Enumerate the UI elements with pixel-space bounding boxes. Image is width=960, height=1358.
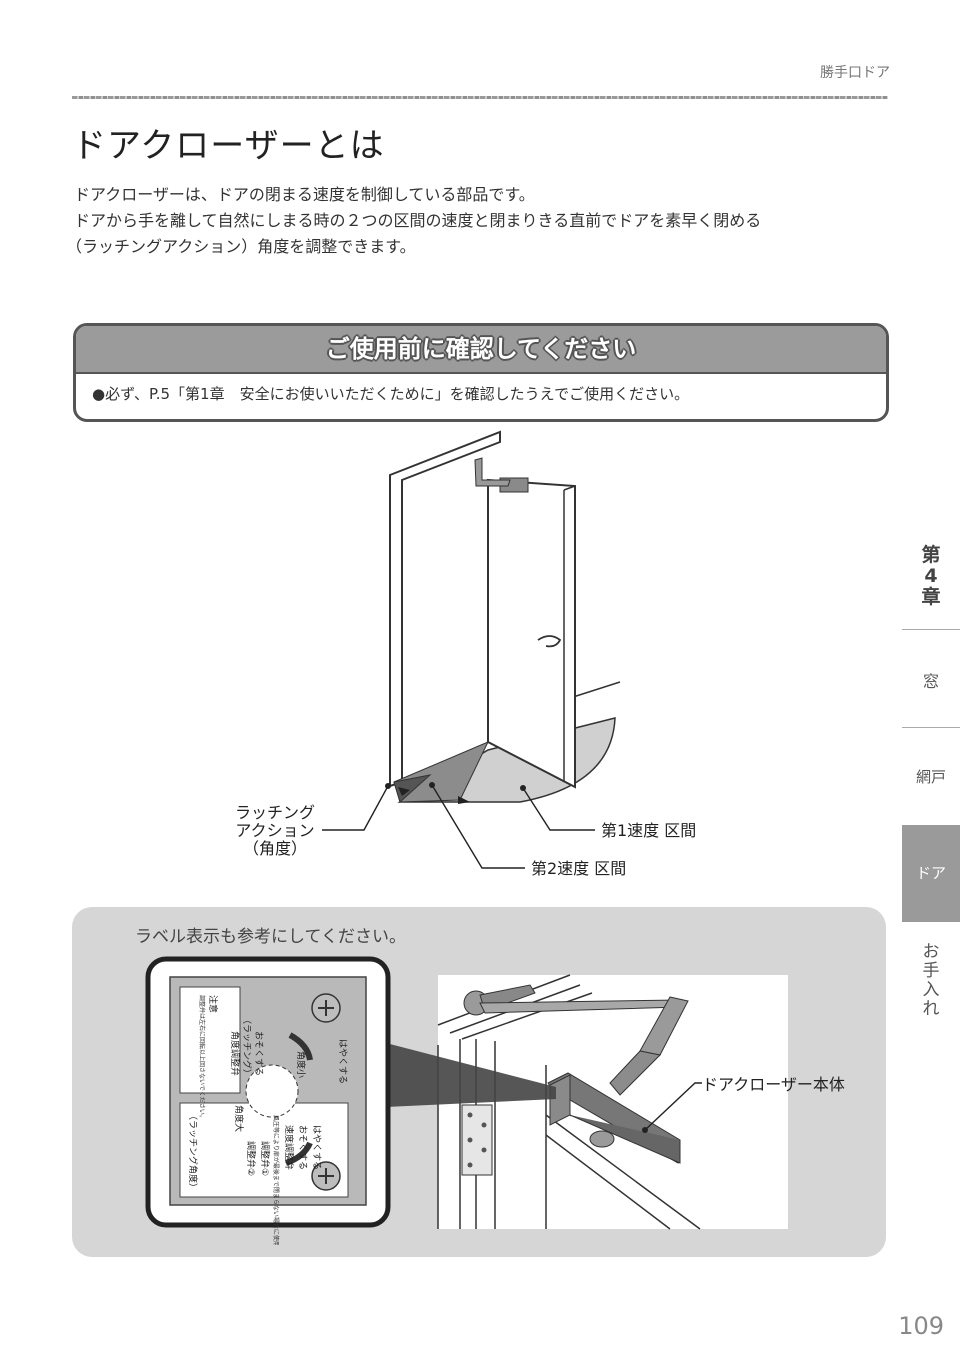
sticker-latching-angle: （ラッチング角度） [187, 1111, 199, 1192]
notice-heading: ご使用前に確認してください [76, 326, 886, 374]
tab-chapter-char: 章 [921, 586, 941, 608]
adjust-knob [589, 1130, 615, 1148]
first-speed-label: 第1速度 区間 [601, 821, 696, 840]
label-caption: ラベル表示も参考にしてください。 [135, 927, 406, 947]
safety-notice-box: ご使用前に確認してください ●必ず、P.5「第1章 安全にお使いいただくために」… [73, 323, 889, 422]
intro-line-3: （ラッチングアクション）角度を調整できます。 [66, 237, 416, 256]
tab-window[interactable]: 窓 [922, 672, 939, 691]
intro-line-1: ドアクローザーは、ドアの閉まる速度を制御している部品です。 [74, 185, 535, 204]
tab-maint-char: 手 [922, 961, 940, 981]
sticker-wind-text: 風圧等により扉が最後まで閉まらない場合に使用します。 [272, 1115, 280, 1245]
tab-divider [902, 629, 960, 630]
rotate-arrow-icon [288, 1032, 313, 1061]
tab-screen[interactable]: 網戸 [915, 768, 946, 786]
tab-chapter-char: 第 [921, 544, 941, 566]
sticker-angle-valve: 角度調整弁 [229, 1031, 241, 1076]
hinge [461, 1104, 493, 1176]
sticker-angle-large: 角度大 [233, 1105, 245, 1132]
sticker-slow-2: おそくする [297, 1125, 308, 1170]
tab-maintenance[interactable]: お 手 入 れ [902, 943, 960, 1019]
sticker-valve2: 調整弁② [245, 1141, 257, 1176]
door-closer-diagram: ラッチング アクション （角度） 第1速度 区間 第2速度 区間 [235, 430, 696, 878]
tab-divider [902, 727, 960, 728]
latching-label-2: アクション [235, 821, 314, 840]
closer-body-label: ドアクローザー本体 [702, 1075, 845, 1094]
sticker-fast-slow: はやくする [337, 1039, 348, 1084]
tab-chapter-num: 4 [924, 565, 938, 587]
sticker-speed-valve: 速度調整弁 [283, 1125, 295, 1170]
second-speed-label: 第2速度 区間 [531, 859, 626, 878]
door-handle [537, 635, 562, 648]
page-title: ドアクローザーとは [72, 126, 385, 166]
closer-label-illustration: ドアクローザー本体 おそくする （ラッチング） 角度調整弁 角度小 角度大 はや… [145, 956, 845, 1245]
header-rule [72, 96, 888, 99]
tab-maint-char: れ [922, 999, 940, 1019]
intro-line-2: ドアから手を離して自然にしまる時の２つの区間の速度と閉まりきる直前でドアを素早く… [74, 211, 762, 230]
tab-maint-char: お [922, 942, 940, 962]
latching-label-1: ラッチング [235, 803, 315, 822]
sticker-caution: 注意 [207, 995, 219, 1013]
sticker-latching: （ラッチング） [241, 1015, 253, 1078]
sticker-fast: はやくする [311, 1125, 322, 1170]
rotate-arrow-icon [284, 1141, 313, 1166]
door-leaf [487, 478, 576, 789]
latching-label-3: （角度） [243, 839, 307, 858]
sticker-valve1: 調整弁① [259, 1141, 271, 1176]
sticker-slow: おそくする [253, 1031, 264, 1076]
tab-door-active[interactable]: ドア [902, 825, 960, 922]
tab-maint-char: 入 [922, 980, 940, 1000]
running-header: 勝手口ドア [820, 65, 890, 81]
tab-chapter-4[interactable]: 第 4 章 [902, 545, 960, 608]
floor-line [569, 681, 621, 699]
sticker-caution-text: 調整弁は左右に回転以上回さないでください。 [198, 995, 206, 1121]
notice-text: ●必ず、P.5「第1章 安全にお使いいただくために」を確認したうえでご使用くださ… [92, 385, 690, 403]
page-number: 109 [898, 1312, 944, 1340]
sticker-angle-small: 角度小 [295, 1051, 307, 1078]
